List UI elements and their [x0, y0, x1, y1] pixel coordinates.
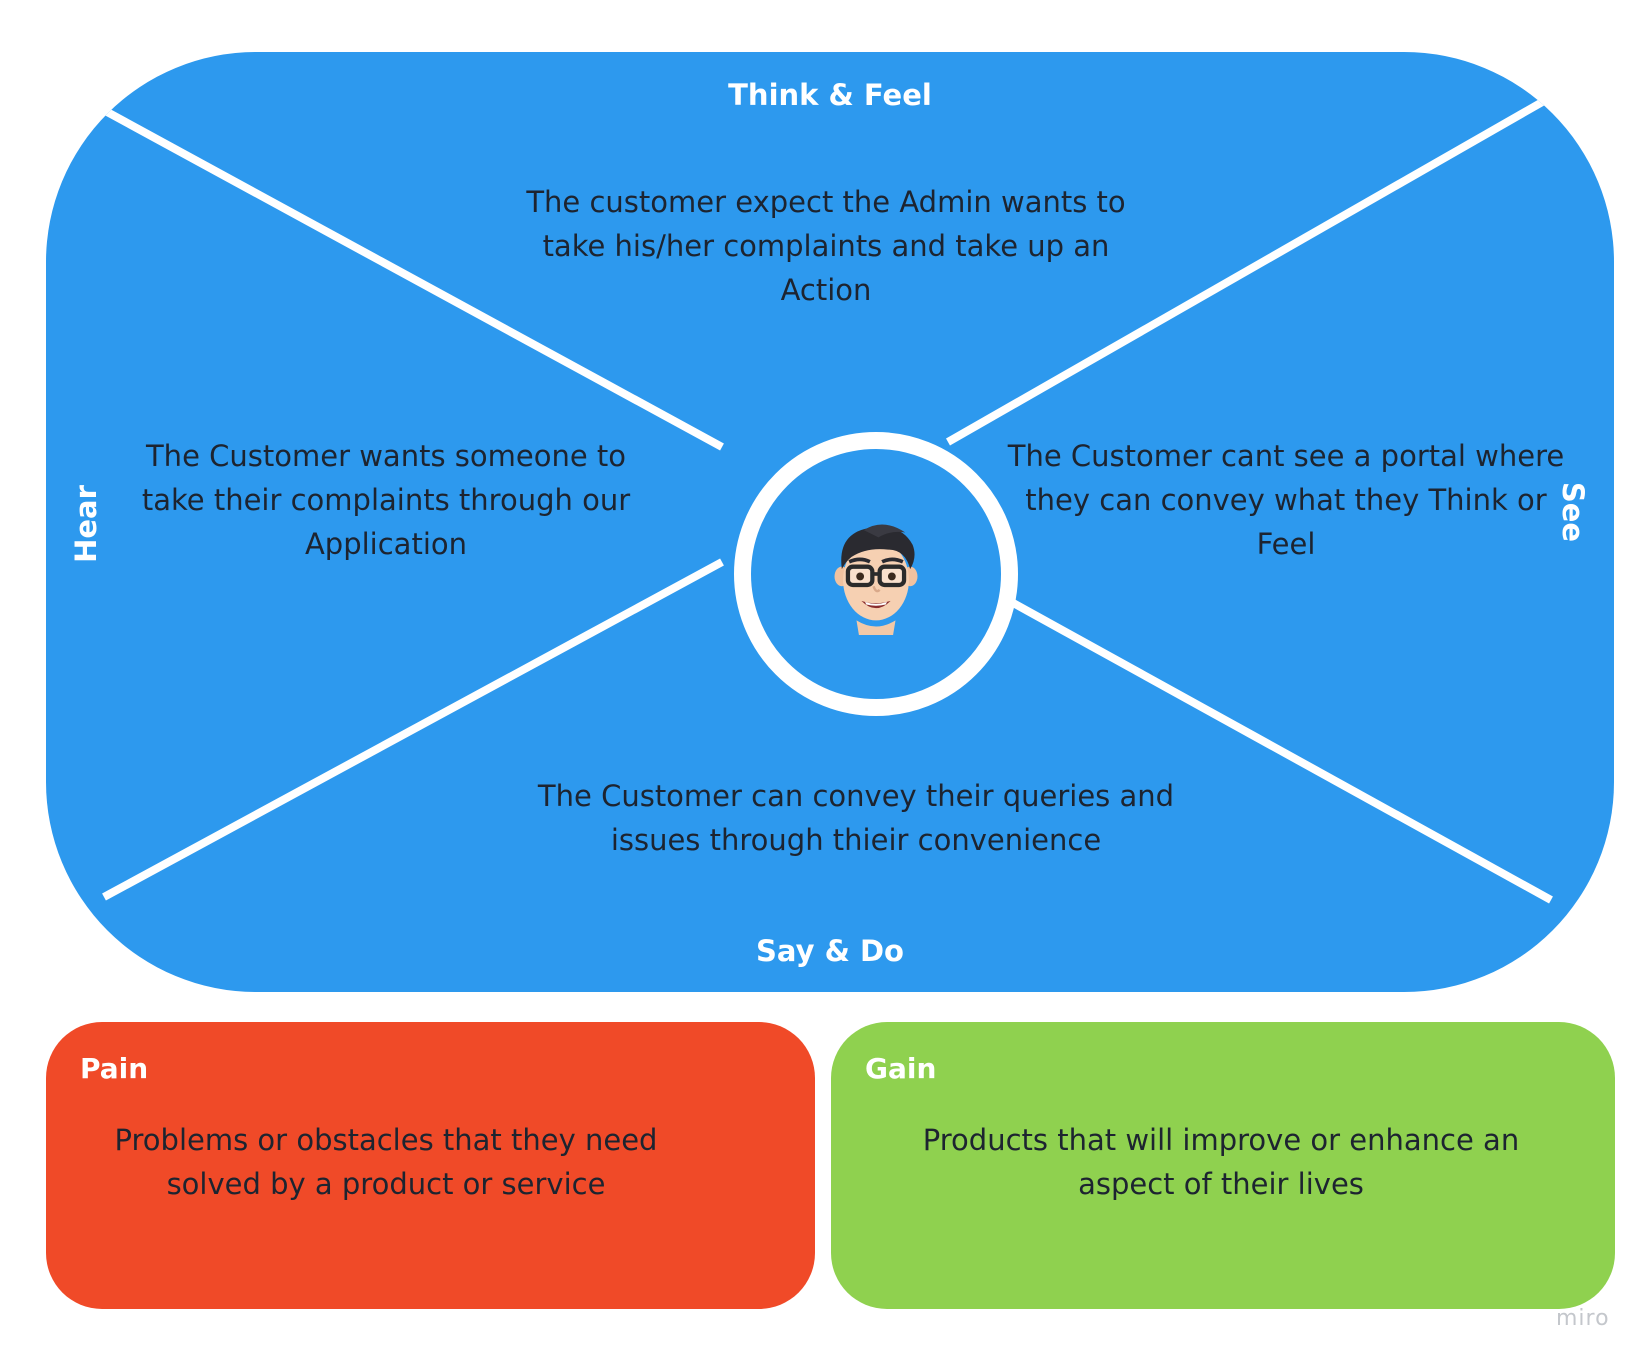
empathy-map-board: Think & Feel The customer expect the Adm…: [46, 52, 1614, 992]
pain-text: Problems or obstacles that they need sol…: [114, 1123, 658, 1201]
gain-title: Gain: [865, 1052, 937, 1085]
divider-top-left: [96, 103, 724, 451]
see-text: The Customer cant see a portal where the…: [1007, 439, 1565, 561]
say-do-title: Say & Do: [756, 934, 904, 968]
pain-card: Pain Problems or obstacles that they nee…: [46, 1022, 815, 1309]
gain-card: Gain Products that will improve or enhan…: [831, 1022, 1615, 1309]
divider-top-right: [946, 93, 1553, 446]
divider-bottom-left: [102, 558, 724, 901]
hear-text: The Customer wants someone to take their…: [141, 439, 631, 561]
hear-title: Hear: [69, 485, 103, 563]
say-do-text: The Customer can convey their queries an…: [537, 779, 1175, 857]
persona-circle: [734, 432, 1018, 716]
miro-watermark: miro: [1556, 1306, 1610, 1331]
gain-text: Products that will improve or enhance an…: [922, 1123, 1520, 1201]
quadrant-dividers: [96, 93, 1553, 904]
think-feel-title: Think & Feel: [728, 78, 932, 112]
persona-avatar-icon: [834, 524, 918, 635]
divider-bottom-right: [946, 563, 1553, 904]
think-feel-text: The customer expect the Admin wants to t…: [526, 185, 1126, 307]
pain-title: Pain: [80, 1052, 149, 1085]
